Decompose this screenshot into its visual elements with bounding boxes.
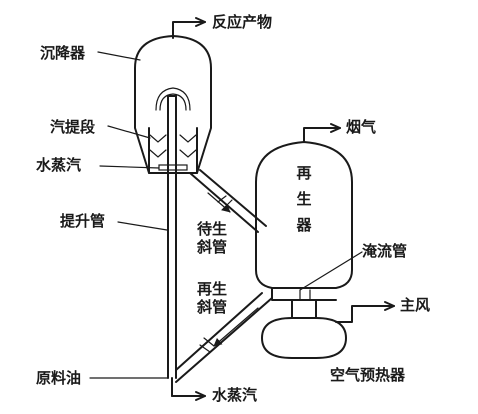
riser-walls bbox=[167, 95, 177, 379]
steam-bottom-label: 水蒸汽 bbox=[212, 386, 257, 404]
leader-lines bbox=[89, 51, 363, 379]
preheater-body bbox=[261, 317, 347, 359]
air-preheater-label: 空气预热器 bbox=[330, 366, 406, 384]
arrow-right-icon bbox=[384, 301, 395, 311]
regenerator-label-2: 生 bbox=[296, 190, 311, 208]
regenerator-label-3: 器 bbox=[295, 216, 312, 234]
overflow-pipe bbox=[271, 287, 337, 301]
spent-line-label-1: 待生 bbox=[197, 220, 227, 238]
settler-label: 沉降器 bbox=[40, 44, 86, 62]
air-preheater bbox=[261, 299, 395, 359]
regenerator-shell bbox=[255, 141, 353, 289]
leader-stripping bbox=[107, 125, 151, 139]
leader-riser bbox=[117, 221, 168, 231]
regen-line-walls bbox=[175, 292, 273, 383]
leader-overflow bbox=[299, 251, 363, 291]
main-air-pipe bbox=[335, 305, 395, 323]
stripper-baffles bbox=[149, 134, 197, 158]
flue-gas-label: 烟气 bbox=[346, 118, 376, 136]
reaction-product-label: 反应产物 bbox=[212, 13, 272, 31]
overflow-pipe-inner bbox=[299, 289, 311, 301]
air-riser bbox=[291, 299, 317, 319]
feed-oil-label: 原料油 bbox=[36, 369, 81, 387]
settler-shell bbox=[134, 35, 212, 174]
flow-arrow-icon bbox=[207, 192, 231, 213]
arrow-right-icon bbox=[195, 17, 206, 27]
main-air-label: 主风 bbox=[400, 296, 430, 314]
leader-settler bbox=[97, 51, 141, 61]
stripping-section-label: 汽提段 bbox=[50, 118, 95, 136]
arrow-right-icon bbox=[195, 391, 206, 401]
stripper-wall bbox=[148, 127, 198, 174]
overflow-pipe-label: 淹流管 bbox=[362, 242, 407, 260]
steam-distributor bbox=[158, 164, 188, 171]
flue-gas-pipe bbox=[303, 127, 341, 143]
regen-catalyst-line bbox=[175, 292, 273, 383]
riser-label: 提升管 bbox=[60, 212, 105, 230]
spent-line-label-2: 斜管 bbox=[196, 238, 227, 256]
flow-arrow-icon bbox=[213, 307, 259, 347]
arrow-right-icon bbox=[330, 123, 341, 133]
regenerator-vessel bbox=[255, 123, 353, 301]
leader-steam-top bbox=[99, 165, 160, 169]
cyclone-cap bbox=[155, 87, 191, 111]
regenerator-label-1: 再 bbox=[296, 164, 311, 182]
reaction-product-pipe bbox=[172, 21, 206, 39]
regen-line-label-1: 再生 bbox=[197, 280, 227, 298]
regen-line-label-2: 斜管 bbox=[196, 298, 227, 316]
cyclone-cap-inner bbox=[159, 93, 187, 111]
steam-top-label: 水蒸汽 bbox=[36, 156, 81, 174]
riser-pipe bbox=[167, 95, 206, 401]
regen-valve bbox=[199, 337, 215, 353]
settler-vessel bbox=[134, 17, 212, 174]
